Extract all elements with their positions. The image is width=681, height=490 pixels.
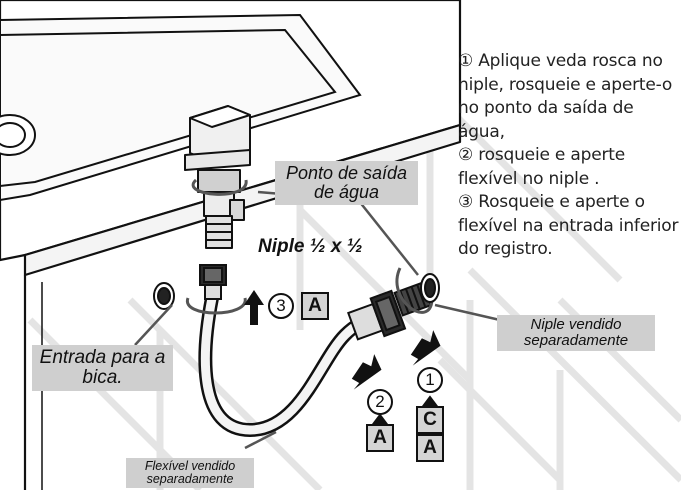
- step-2-number: 2: [367, 389, 393, 415]
- label-niple-vendido: Niple vendido separadamente: [497, 315, 655, 351]
- label-entrada-bica: Entrada para a bica.: [32, 345, 173, 391]
- step-3-number: 3: [268, 293, 294, 319]
- rotation-arrow-valve: [191, 178, 248, 196]
- step-2-letter: A: [366, 424, 394, 452]
- step-1-number: 1: [417, 367, 443, 393]
- rotation-arrow-hose-top: [186, 297, 247, 315]
- flexible-hose: [198, 291, 379, 438]
- valve-body: [184, 105, 251, 249]
- instruction-step-1: ① Aplique veda rosca no niple, rosqueie …: [458, 51, 673, 142]
- step-1-letter-top: C: [416, 406, 444, 434]
- hose-end-nut: [347, 289, 407, 341]
- hose-top-nut: [199, 264, 227, 300]
- direction-arrows: [244, 290, 441, 390]
- bica-entry-hole: [153, 282, 175, 310]
- label-ponto-saida: Ponto de saída de água: [275, 161, 418, 205]
- water-outlet: [420, 273, 440, 303]
- leader-lines: [134, 190, 501, 450]
- step-1-letter-bottom: A: [416, 434, 444, 462]
- instructions-block: ① Aplique veda rosca no niple, rosqueie …: [458, 50, 680, 262]
- badge-stems: [372, 395, 438, 424]
- rotation-arrow-niple: [395, 267, 434, 314]
- label-flexivel-vendido: Flexível vendido separadamente: [126, 458, 254, 489]
- instruction-step-2: ② rosqueie e aperte flexível no niple .: [458, 145, 625, 189]
- label-niple-dimension: Niple ½ x ½: [258, 236, 363, 257]
- step-3-letter: A: [301, 292, 329, 320]
- instruction-step-3: ③ Rosqueie e aperte o flexível na entrad…: [458, 192, 679, 259]
